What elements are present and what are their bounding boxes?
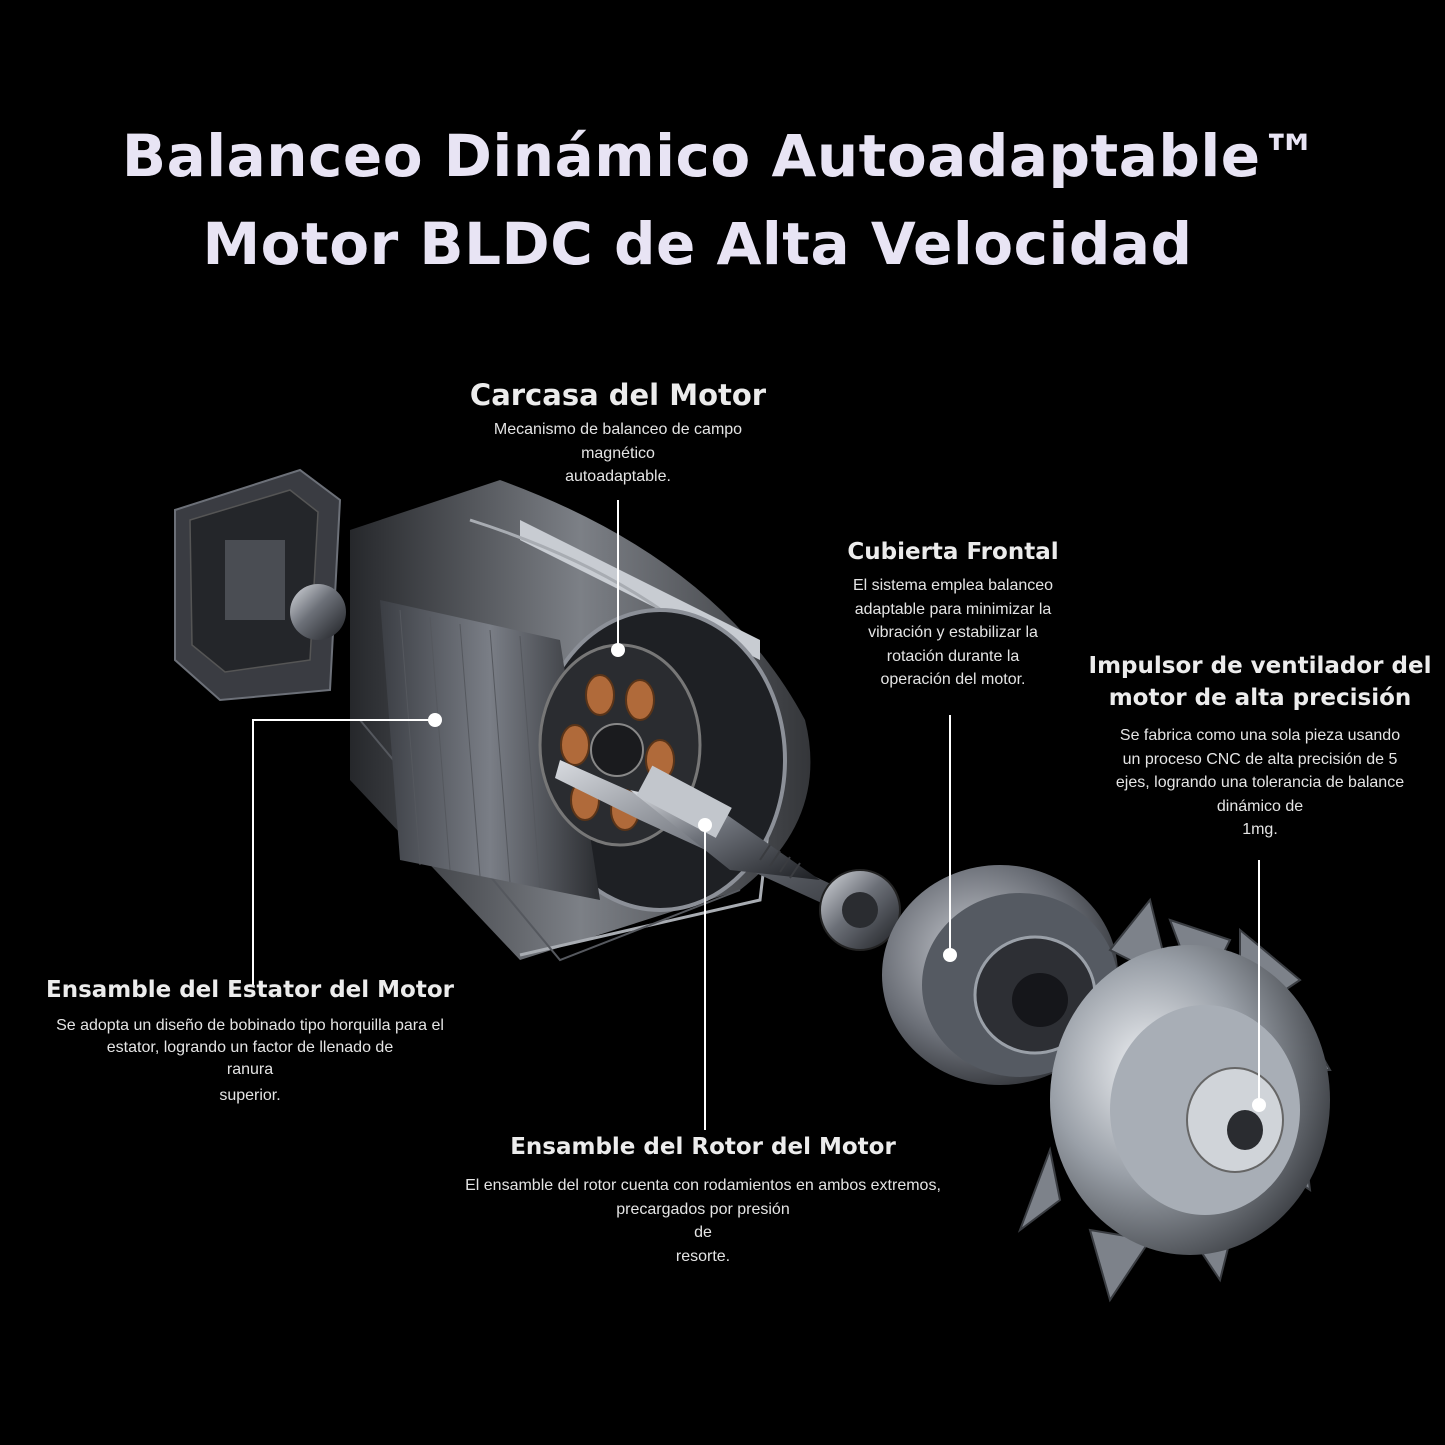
callout-impulsor-heading: Impulsor de ventilador del motor de alta… [1088, 653, 1432, 711]
callout-impulsor: Impulsor de ventilador del motor de alta… [1075, 650, 1445, 842]
callout-carcasa-heading: Carcasa del Motor [469, 378, 767, 412]
stator [380, 600, 702, 900]
callout-cubierta: Cubierta Frontal El sistema emplea balan… [803, 539, 1103, 692]
callout-rotor-heading: Ensamble del Rotor del Motor [510, 1134, 896, 1160]
rear-bracket [174, 468, 346, 702]
callout-estator: Ensamble del Estator del Motor Se adopta… [0, 977, 500, 1107]
callout-rotor-text: El ensamble del rotor cuenta con rodamie… [465, 1177, 941, 1265]
dot-carcasa [611, 643, 625, 657]
callout-estator-heading: Ensamble del Estator del Motor [45, 977, 454, 1003]
dot-rotor [698, 818, 712, 832]
callout-estator-text: Se adopta un diseño de bobinado tipo hor… [56, 1017, 444, 1104]
title-line-1: Balanceo Dinámico Autoadaptable™ [121, 122, 1320, 190]
dot-estator [428, 713, 442, 727]
callout-cubierta-heading: Cubierta Frontal [847, 539, 1059, 565]
dot-impulsor [1252, 1098, 1266, 1112]
leader-estator [252, 719, 435, 985]
callout-cubierta-text: El sistema emplea balanceo adaptable par… [852, 577, 1054, 688]
title-line-2: Motor BLDC de Alta Velocidad [202, 210, 1193, 278]
callout-rotor: Ensamble del Rotor del Motor El ensamble… [403, 1134, 1003, 1268]
dot-cubierta [943, 948, 957, 962]
callout-carcasa: Carcasa del Motor Mecanismo de balanceo … [418, 378, 818, 489]
callout-carcasa-text: Mecanismo de balanceo de campo magnético… [493, 421, 743, 485]
callout-impulsor-text: Se fabrica como una sola pieza usando un… [1115, 727, 1405, 838]
leader-lines [252, 500, 1260, 1130]
